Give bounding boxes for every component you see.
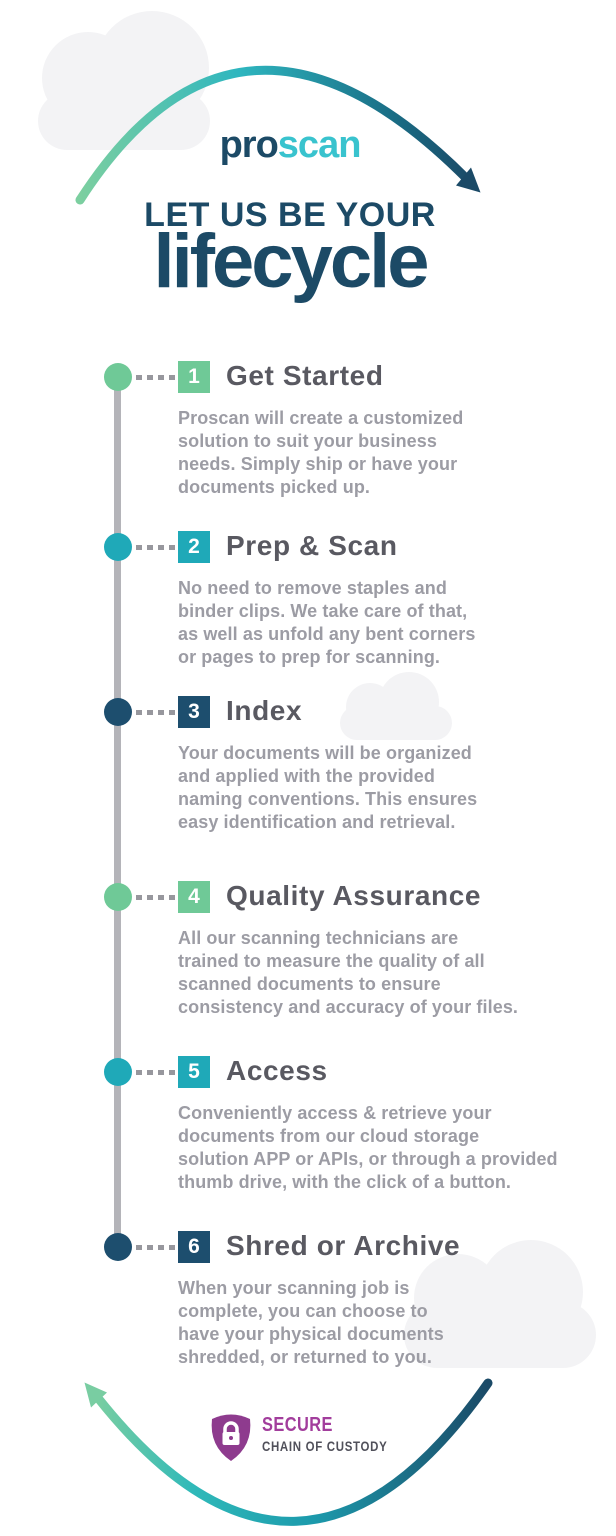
dashed-connector xyxy=(136,710,176,715)
dashed-connector xyxy=(136,375,176,380)
step-description: No need to remove staples and binder cli… xyxy=(178,578,476,667)
step-number: 1 xyxy=(188,365,200,388)
step-number-badge: 1 xyxy=(178,361,210,393)
step-number-badge: 2 xyxy=(178,531,210,563)
lock-icon xyxy=(222,1421,240,1445)
step-number-badge: 3 xyxy=(178,696,210,728)
timeline-node-icon xyxy=(104,363,132,391)
logo-pro: pro xyxy=(219,124,279,166)
timeline-node-icon xyxy=(104,1233,132,1261)
step-number: 5 xyxy=(188,1060,200,1083)
step-title: Get Started xyxy=(226,360,384,391)
timeline-line xyxy=(114,377,121,1247)
step-number-badge: 5 xyxy=(178,1056,210,1088)
step-number: 6 xyxy=(188,1235,200,1258)
step-description: Conveniently access & retrieve your docu… xyxy=(178,1103,558,1192)
page-title: lifecycle xyxy=(153,219,430,304)
step-number: 3 xyxy=(188,700,200,723)
dashed-connector xyxy=(136,545,176,550)
tagline: LET US BE YOUR xyxy=(144,196,436,234)
step-number: 4 xyxy=(188,885,200,908)
step-title: Shred or Archive xyxy=(226,1230,461,1261)
step-number: 2 xyxy=(188,535,200,558)
timeline-node-icon xyxy=(104,883,132,911)
step-number-badge: 4 xyxy=(178,881,210,913)
step-description: Your documents will be organized and app… xyxy=(178,743,478,832)
step-description: All our scanning technicians are trained… xyxy=(178,928,519,1017)
logo-scan: scan xyxy=(277,124,362,166)
step-description: When your scanning job is complete, you … xyxy=(178,1278,444,1367)
cloud-icon xyxy=(340,672,452,740)
step-number-badge: 6 xyxy=(178,1231,210,1263)
timeline-node-icon xyxy=(104,533,132,561)
shield-icon xyxy=(211,1414,251,1461)
step-title: Access xyxy=(226,1055,328,1086)
dashed-connector xyxy=(136,1070,176,1075)
badge-chain-of-custody-label: CHAIN OF CUSTODY xyxy=(262,1439,388,1454)
dashed-connector xyxy=(136,895,176,900)
step-description: Proscan will create a customized solutio… xyxy=(178,408,464,497)
timeline-node-icon xyxy=(104,698,132,726)
step-title: Quality Assurance xyxy=(226,880,482,911)
dashed-connector xyxy=(136,1245,176,1250)
badge-secure-label: SECURE xyxy=(262,1414,333,1436)
step-title: Prep & Scan xyxy=(226,530,398,561)
proscan-logo: proscan xyxy=(0,124,580,167)
step-title: Index xyxy=(226,695,303,726)
timeline-node-icon xyxy=(104,1058,132,1086)
